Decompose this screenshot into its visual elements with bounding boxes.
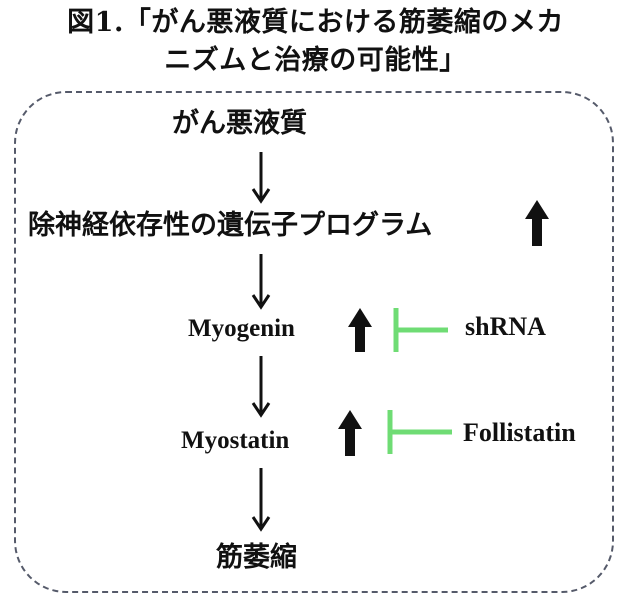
inhibitor-follistatin-label: Follistatin: [463, 418, 576, 447]
flow-arrow-program-to-myogenin: [251, 254, 271, 310]
figure-title-line2: ニズムと治療の可能性」: [164, 45, 467, 76]
node-denervation-program: 除神経依存性の遺伝子プログラム: [28, 210, 433, 241]
up-arrow-icon-myogenin: [348, 308, 372, 352]
inhibitor-shrna-label: shRNA: [465, 312, 546, 341]
inhibitor-bar-follistatin: [387, 410, 452, 454]
figure-title-line1: 図1.「がん悪液質における筋萎縮のメカ: [67, 7, 564, 38]
flow-arrow-myostatin-to-atrophy: [251, 468, 271, 532]
inhibitor-bar-shrna: [393, 308, 448, 352]
diagram-frame: [14, 91, 614, 593]
up-arrow-icon-program: [525, 200, 549, 246]
node-myostatin: Myostatin: [181, 427, 290, 454]
node-cachexia: がん悪液質: [172, 108, 307, 139]
flow-arrow-cachexia-to-program: [251, 152, 271, 204]
up-arrow-icon-myostatin: [338, 410, 362, 456]
node-muscle-atrophy: 筋萎縮: [216, 542, 297, 573]
node-myogenin: Myogenin: [188, 315, 295, 342]
flow-arrow-myogenin-to-myostatin: [251, 356, 271, 418]
